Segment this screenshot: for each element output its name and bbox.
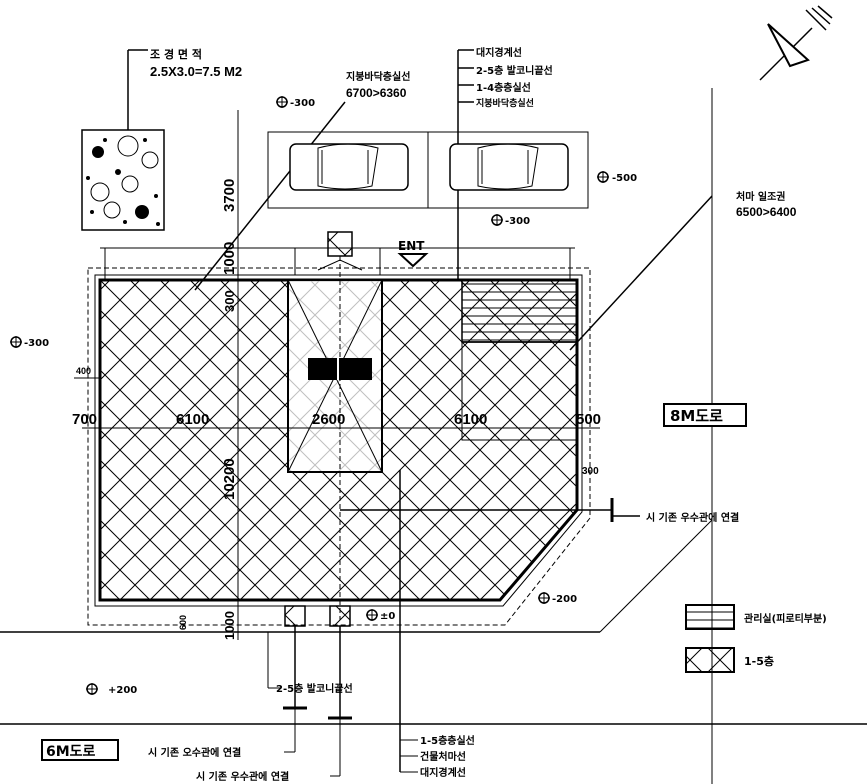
dim-w2: 6100: [176, 411, 209, 428]
entrance-arrow-icon: [397, 253, 429, 268]
legend-top-4: 지붕바닥층실선: [476, 97, 534, 109]
legend-top-3: 1-4층층실선: [476, 81, 531, 94]
building-footprint: [87, 267, 591, 626]
drain-box: [327, 231, 353, 257]
level-left-mid: -300: [24, 338, 49, 349]
dim-parking-depth: 3700: [221, 179, 238, 212]
landscape-formula: 2.5X3.0=7.5 M2: [150, 64, 242, 79]
level-marker-icon: [10, 336, 22, 348]
level-bottom-left: +200: [108, 685, 137, 696]
level-right-upper: -500: [612, 173, 637, 184]
dim-left-margin: 400: [76, 366, 91, 376]
eave-line2: 6500>6400: [736, 205, 797, 219]
bottom-legend-1: 1-5층층실선: [420, 734, 475, 747]
landscape-area: [81, 129, 165, 231]
sewer-bottom-2: 시 기존 우수관에 연결: [196, 770, 289, 783]
parking-area: [267, 131, 589, 209]
bottom-legend-2: 건물처마선: [420, 750, 466, 763]
balcony-bottom-label: 2-5층 발코니끝선: [276, 682, 353, 695]
level-center-bottom: ±0: [380, 611, 395, 622]
car-icon: [289, 143, 409, 191]
legend-item-2: 1-5층: [744, 654, 774, 668]
drain-box: [284, 605, 306, 627]
level-top-left: -300: [290, 98, 315, 109]
legend-item-1: 관리실(피로티부분): [744, 612, 827, 625]
level-marker-icon: [276, 96, 288, 108]
level-marker-icon: [491, 214, 503, 226]
dim-w5: 500: [576, 411, 601, 428]
level-marker-icon: [86, 683, 98, 695]
dim-w4: 6100: [454, 411, 487, 428]
north-arrow-icon: [759, 5, 833, 81]
level-marker-icon: [366, 609, 378, 621]
level-parking-right: -300: [505, 216, 530, 227]
legend-top-1: 대지경계선: [476, 46, 522, 59]
legend-top-2: 2-5층 발코니끝선: [476, 64, 553, 77]
dim-bottom-small: 600: [178, 615, 188, 630]
entrance-label: ENT: [398, 239, 425, 253]
skyplane-line1: 지붕바닥층실선: [346, 70, 410, 83]
sewer-bottom-1: 시 기존 오수관에 연결: [148, 746, 241, 759]
dim-w1: 700: [72, 411, 97, 428]
legend: [685, 604, 735, 673]
level-bottom-right: -200: [552, 594, 577, 605]
bottom-legend-3: 대지경계선: [420, 766, 466, 779]
dim-w3: 2600: [312, 411, 345, 428]
dim-height: 10200: [221, 458, 238, 500]
level-marker-icon: [538, 592, 550, 604]
road-bottom-label: 6M도로: [46, 744, 96, 760]
car-icon: [449, 143, 569, 191]
landscape-title: 조 경 면 적: [150, 47, 202, 61]
eave-line1: 처마 일조권: [736, 190, 785, 203]
road-right-label: 8M도로: [670, 407, 723, 425]
drain-box: [329, 605, 351, 627]
dim-bottom-setback: 1000: [222, 611, 237, 640]
dim-setback-small: 300: [222, 290, 237, 312]
skyplane-line2: 6700>6360: [346, 86, 407, 100]
dim-right-small: 300: [582, 466, 599, 477]
level-marker-icon: [597, 171, 609, 183]
dim-setback-top: 1000: [221, 242, 238, 275]
sewer-right-label: 시 기존 우수관에 연결: [646, 511, 739, 524]
